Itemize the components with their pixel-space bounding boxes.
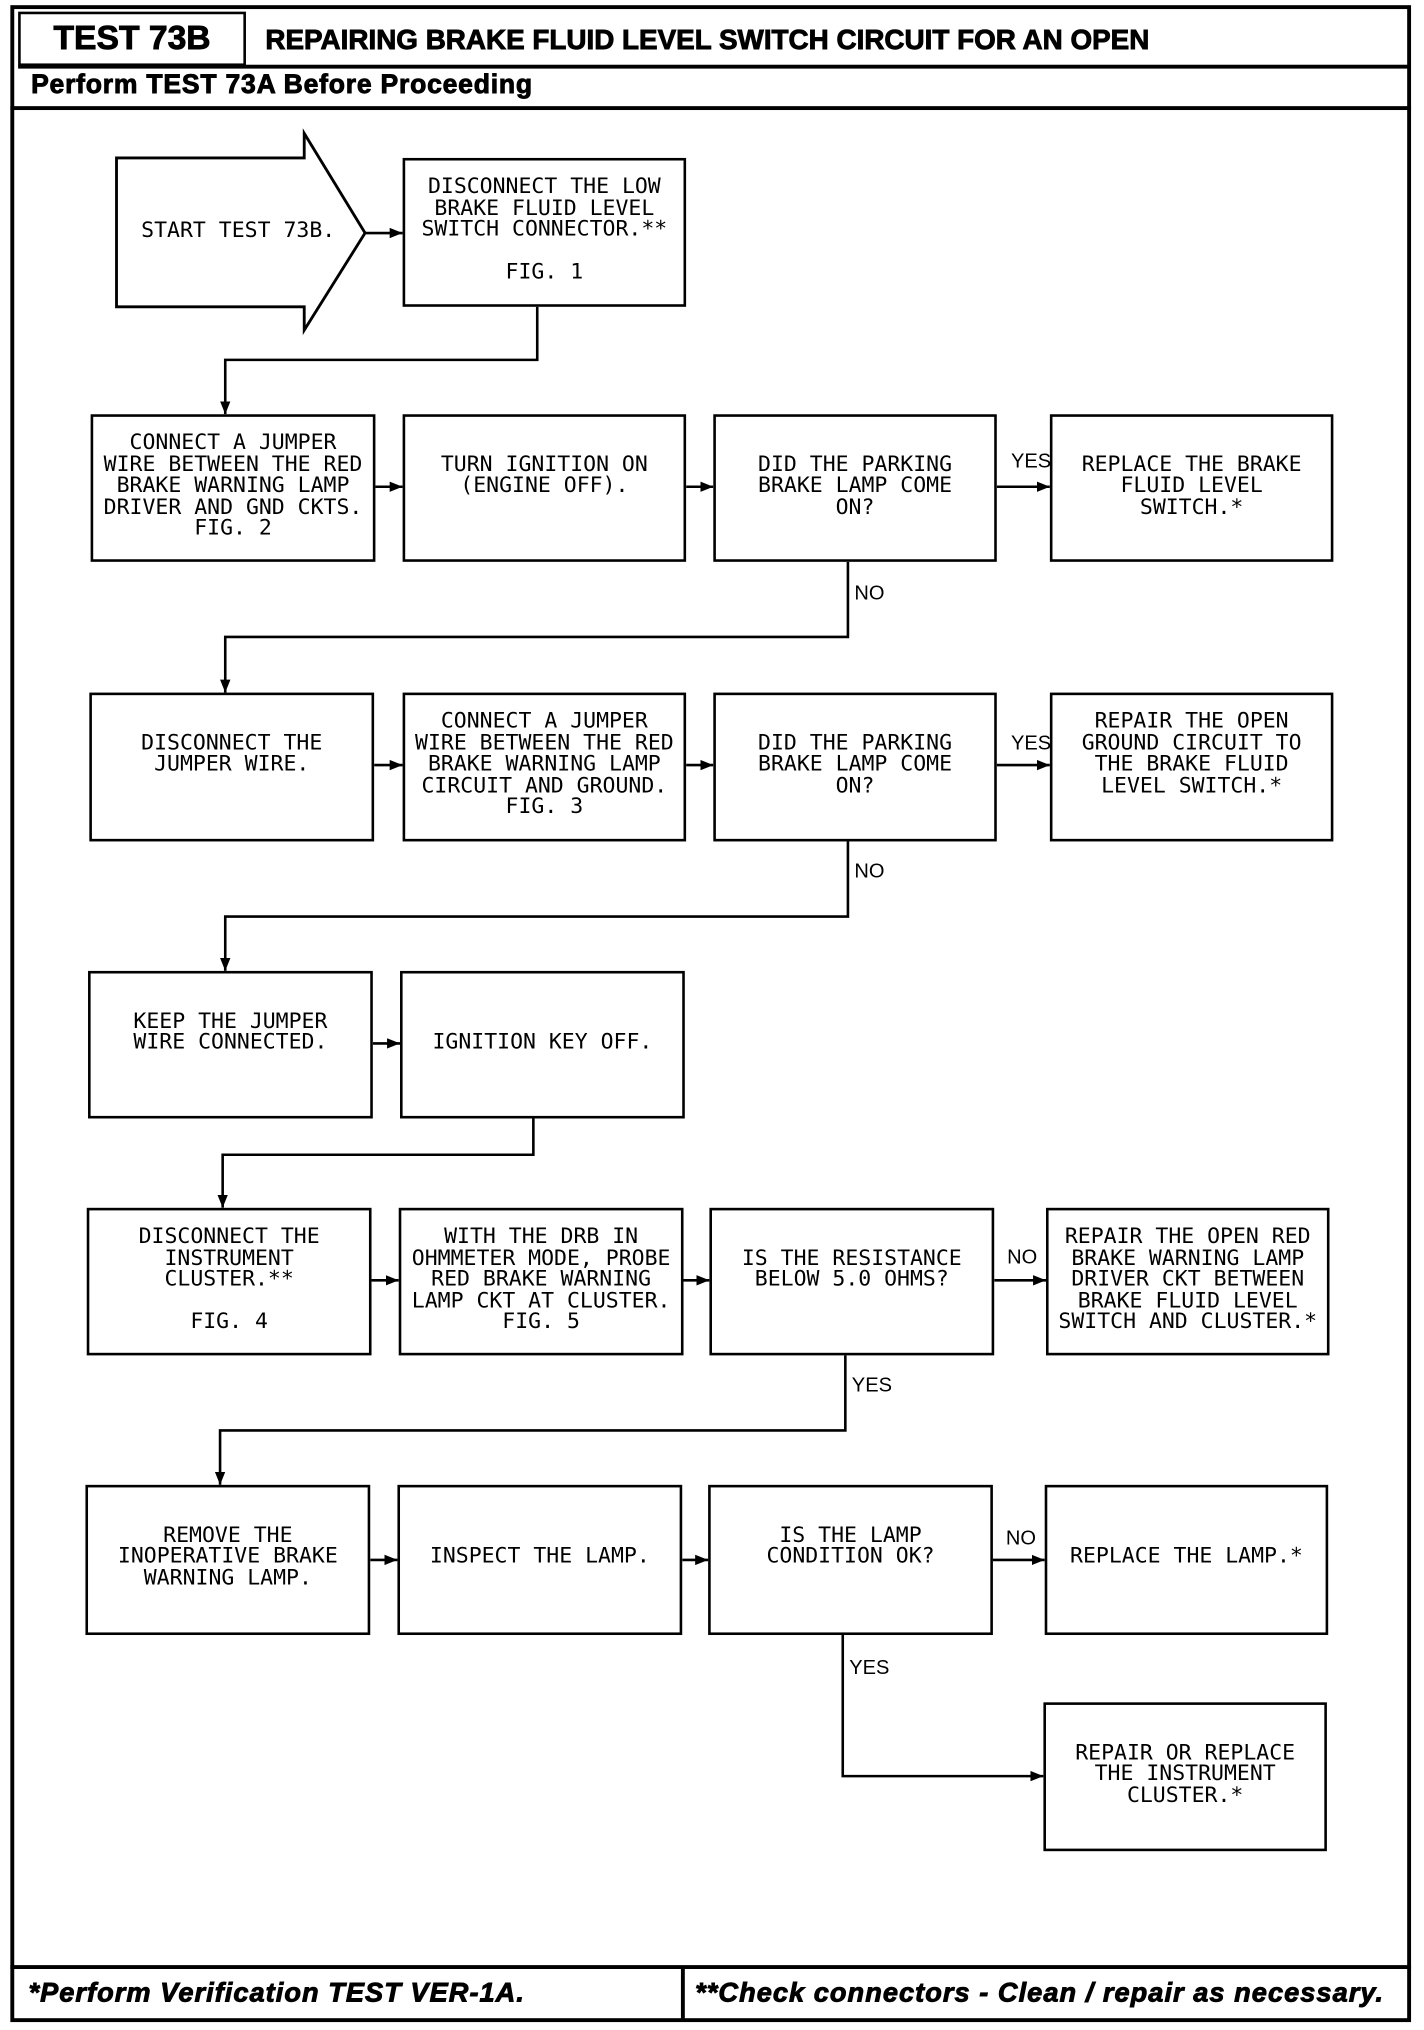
result-repair-replace-cluster: REPAIR OR REPLACE THE INSTRUMENT CLUSTER… (1043, 1702, 1327, 1852)
connector-condition-yes (841, 1635, 1044, 1782)
footnote-connectors: **Check connectors - Clean / repair as n… (695, 1978, 1385, 2008)
step-probe-lamp-circuit: WITH THE DRB IN OHMMETER MODE, PROBE RED… (398, 1207, 684, 1356)
step-connect-jumper-driver-gnd: CONNECT A JUMPER WIRE BETWEEN THE RED BR… (90, 414, 376, 562)
branch-label-no: NO (1007, 1246, 1038, 1269)
result-repair-open-driver-circuit: REPAIR THE OPEN RED BRAKE WARNING LAMP D… (1045, 1207, 1330, 1356)
branch-label-yes: YES (1011, 450, 1052, 473)
footer-divider (10, 1965, 1412, 1970)
prerequisite-note: Perform TEST 73A Before Proceeding (31, 69, 533, 100)
header-divider (18, 64, 1409, 68)
page-title: REPAIRING BRAKE FLUID LEVEL SWITCH CIRCU… (265, 24, 1150, 56)
step-ignition-key-off: IGNITION KEY OFF. (400, 970, 685, 1119)
branch-label-yes: YES (849, 1657, 890, 1680)
branch-label-no: NO (1005, 1527, 1036, 1550)
decision-lamp-condition-check: IS THE LAMP CONDITION OK? (708, 1484, 993, 1636)
result-replace-fluid-level-switch: REPLACE THE BRAKE FLUID LEVEL SWITCH.* (1049, 414, 1334, 562)
decision-parking-lamp-check-1: DID THE PARKING BRAKE LAMP COME ON? (713, 414, 997, 562)
step-remove-warning-lamp: REMOVE THE INOPERATIVE BRAKE WARNING LAM… (85, 1484, 371, 1636)
test-id-cell: TEST 73B (18, 11, 246, 67)
footer-separator (680, 1966, 685, 2021)
step-connect-jumper-circuit-ground: CONNECT A JUMPER WIRE BETWEEN THE RED BR… (402, 692, 687, 842)
step-turn-ignition-on: TURN IGNITION ON (ENGINE OFF). (402, 414, 687, 562)
start-arrow-shape (115, 128, 367, 336)
step-keep-jumper-connected: KEEP THE JUMPER WIRE CONNECTED. (88, 970, 373, 1119)
branch-label-yes: YES (1011, 732, 1052, 755)
connector-lamp-check-2-no (220, 841, 850, 971)
step-disconnect-jumper: DISCONNECT THE JUMPER WIRE. (89, 692, 375, 842)
start-label: START TEST 73B. (141, 217, 336, 243)
connector-resistance-yes (214, 1355, 847, 1485)
step-disconnect-switch-connector: DISCONNECT THE LOW BRAKE FLUID LEVEL SWI… (402, 157, 687, 307)
subheader-divider (10, 106, 1412, 111)
branch-label-no: NO (854, 582, 885, 605)
step-disconnect-instrument-cluster: DISCONNECT THE INSTRUMENT CLUSTER.** FIG… (86, 1207, 372, 1356)
branch-label-no: NO (854, 860, 885, 883)
branch-label-yes: YES (851, 1374, 892, 1397)
result-repair-open-ground-circuit: REPAIR THE OPEN GROUND CIRCUIT TO THE BR… (1049, 692, 1334, 842)
decision-parking-lamp-check-2: DID THE PARKING BRAKE LAMP COME ON? (713, 692, 997, 842)
connector-disconnect-switch-to-connect-jumper (220, 306, 539, 415)
result-replace-lamp: REPLACE THE LAMP.* (1044, 1484, 1329, 1636)
step-inspect-lamp: INSPECT THE LAMP. (397, 1484, 683, 1636)
decision-resistance-check: IS THE RESISTANCE BELOW 5.0 OHMS? (709, 1207, 995, 1356)
connector-lamp-check-1-no (220, 561, 850, 693)
sheet-frame (10, 5, 1412, 2023)
footnote-verification: *Perform Verification TEST VER-1A. (28, 1978, 525, 2008)
connector-key-off-to-disconnect-cluster (217, 1118, 535, 1208)
